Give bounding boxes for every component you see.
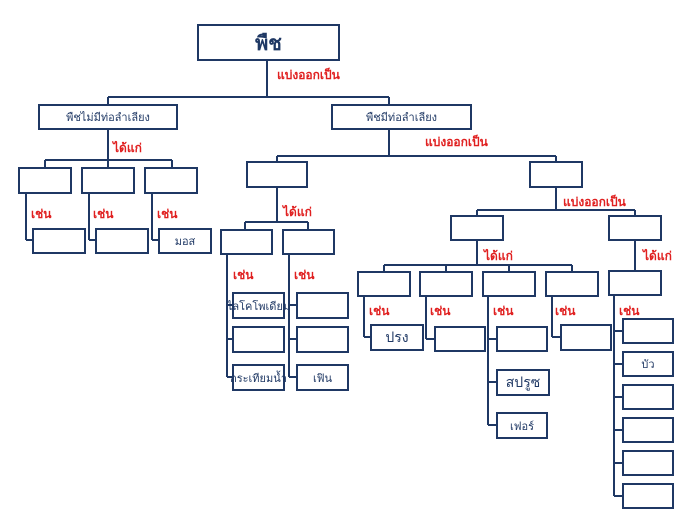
connector-example-label: เช่น (233, 268, 254, 282)
example-fir-box: เฟอร์ (496, 412, 548, 439)
empty-box (529, 161, 583, 188)
empty-box (32, 228, 86, 254)
empty-box (296, 326, 349, 353)
connector-example-label: เช่น (493, 304, 514, 318)
empty-box (608, 215, 662, 241)
empty-box (608, 270, 662, 296)
empty-box (232, 326, 285, 353)
connector-example-label: เช่น (369, 304, 390, 318)
connector-split-label: แบ่งออกเป็น (425, 135, 488, 149)
connector-example-label: เช่น (430, 304, 451, 318)
example-pine-box: ปรง (370, 324, 424, 351)
empty-box (18, 167, 72, 194)
empty-box (357, 271, 411, 297)
empty-box (434, 326, 486, 352)
empty-box (220, 229, 273, 255)
connector-such-as-label: ได้แก่ (484, 249, 513, 263)
connector-example-label: เช่น (31, 207, 52, 221)
non-vascular-box: พืชไม่มีท่อลำเลียง (38, 104, 178, 130)
empty-box (450, 215, 504, 241)
example-sapruet-box: สปรูซ (496, 369, 550, 396)
example-water-clover-box: กระเทียมน้ำ (230, 364, 287, 391)
empty-box (622, 483, 674, 509)
empty-box (81, 167, 135, 194)
connector-example-label: เช่น (555, 304, 576, 318)
root-plant-box: พืช (197, 24, 340, 61)
connector-split-label: แบ่งออกเป็น (277, 68, 340, 82)
empty-box (622, 384, 674, 410)
example-lotus-box: บัว (622, 351, 674, 377)
connector-such-as-label: ได้แก่ (283, 205, 312, 219)
connector-example-label: เช่น (619, 304, 640, 318)
connector-example-label: เช่น (294, 268, 315, 282)
connector-such-as-label: ได้แก่ (113, 141, 142, 155)
empty-box (545, 271, 599, 297)
empty-box (419, 271, 473, 297)
empty-box (496, 326, 548, 352)
empty-box (622, 450, 674, 476)
vascular-box: พืชมีท่อลำเลียง (331, 104, 472, 130)
empty-box (622, 318, 674, 344)
empty-box (144, 167, 198, 194)
empty-box (282, 229, 335, 255)
connector-such-as-label: ได้แก่ (643, 249, 672, 263)
empty-box (560, 324, 612, 351)
empty-box (246, 161, 308, 188)
empty-box (482, 271, 536, 297)
empty-box (622, 417, 674, 443)
connector-example-label: เช่น (157, 207, 178, 221)
example-moss-box: มอส (158, 228, 212, 254)
connector-split-label: แบ่งออกเป็น (563, 195, 626, 209)
example-fern-box: เฟิน (296, 364, 349, 391)
example-lycopodium-box: ไลโคโพเดียม (227, 292, 290, 319)
connector-example-label: เช่น (93, 207, 114, 221)
empty-box (95, 228, 149, 254)
empty-box (296, 292, 349, 319)
